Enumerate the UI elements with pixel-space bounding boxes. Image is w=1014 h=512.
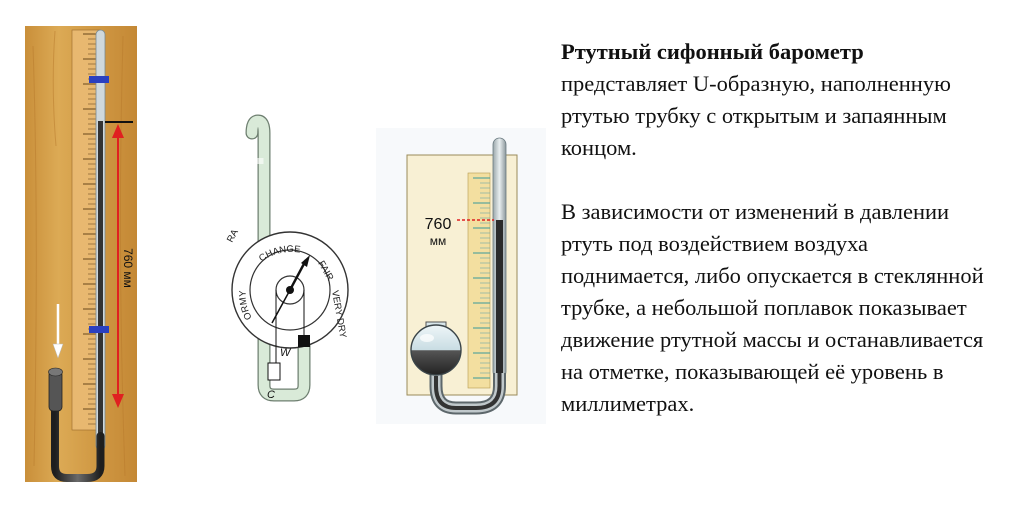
description-body: В зависимости от изменений в давлении рт… — [561, 199, 984, 416]
clip-bottom — [89, 326, 109, 333]
description-intro: представляет U-образную, наполненную рту… — [561, 71, 951, 160]
u-tube-glass — [246, 115, 310, 401]
float-weight — [298, 335, 310, 347]
description-intro-paragraph: Ртутный сифонный барометр представляет U… — [561, 36, 1001, 164]
wooden-barometer-drawing: 760 мм — [25, 26, 137, 482]
dimension-arrow-top — [112, 124, 124, 138]
short-arm-bulb — [48, 370, 63, 412]
scale-strip-yellow — [467, 172, 491, 389]
weight-label-w: W — [280, 347, 292, 359]
pointer-arrowhead — [52, 343, 64, 359]
dial-word-rain: RA — [225, 227, 241, 244]
height-label: 760 мм — [121, 248, 135, 288]
dimension-arrow-bottom — [112, 394, 124, 408]
u-bend — [51, 402, 105, 482]
scale-ticks — [83, 33, 96, 425]
value-label: 760 — [425, 216, 452, 233]
siphon-barometer-figure: 760 мм — [376, 128, 546, 424]
description-title: Ртутный сифонный барометр — [561, 39, 864, 64]
scale-strip — [71, 29, 101, 431]
mercury-column — [98, 121, 103, 441]
description: Ртутный сифонный барометр представляет U… — [561, 36, 1001, 420]
wheel-barometer-figure: ORMY RA CHANGE FAIR VERY DRY W C — [222, 113, 354, 413]
clip-top — [89, 76, 109, 83]
wheel-barometer-drawing: ORMY RA CHANGE FAIR VERY DRY W C — [225, 114, 349, 402]
wooden-barometer-figure: 760 мм — [25, 26, 137, 482]
scale-ticks-right — [473, 177, 490, 379]
mercury-bulb — [410, 324, 462, 376]
weight-label-c: C — [267, 389, 275, 401]
siphon-barometer-drawing: 760 мм — [376, 128, 546, 424]
dial-needle — [288, 259, 308, 291]
unit-label: мм — [430, 234, 447, 248]
mercury-column-right — [496, 220, 503, 378]
needle-tip — [301, 255, 310, 267]
counter-weight — [267, 362, 281, 381]
